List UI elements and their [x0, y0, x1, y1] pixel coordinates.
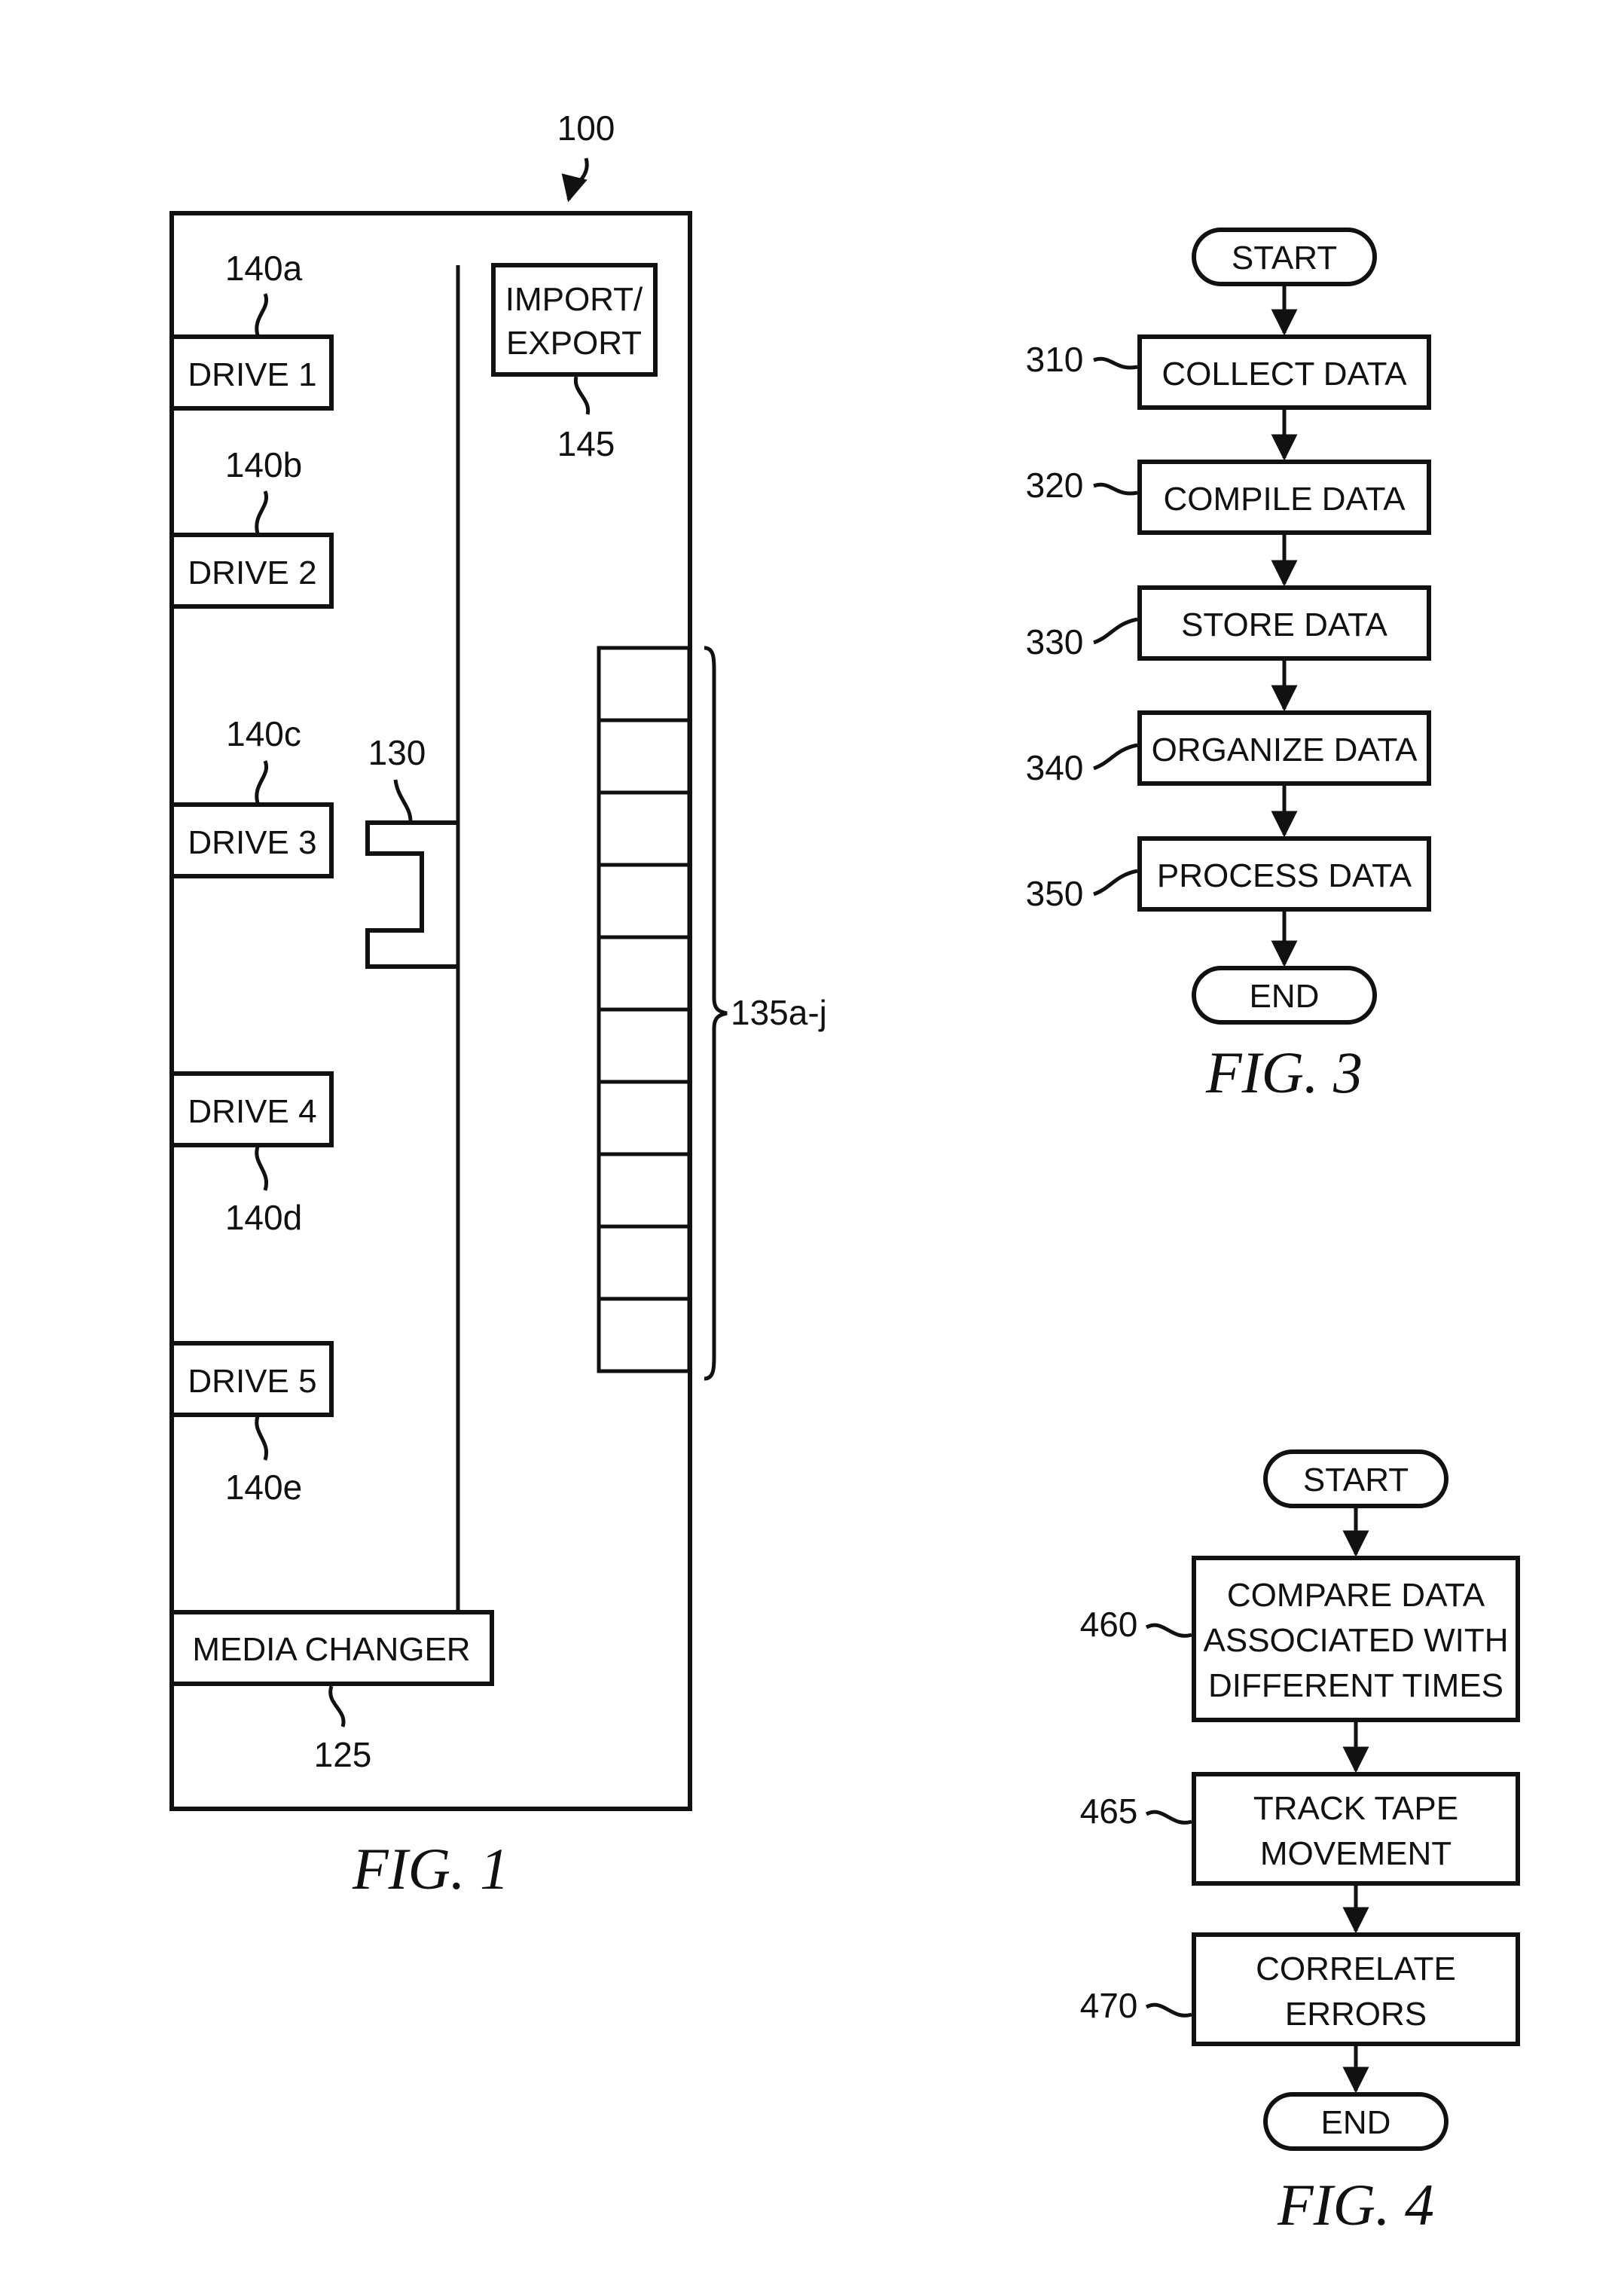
- step-label: ORGANIZE DATA: [1152, 732, 1418, 768]
- storage-slot: [599, 865, 689, 937]
- storage-slot: [599, 937, 689, 1010]
- step-ref: 340: [1026, 748, 1084, 787]
- storage-slot: [599, 1226, 689, 1299]
- leader-100: [569, 158, 587, 200]
- drive-ref: 140e: [225, 1468, 302, 1507]
- fig4-start-label: START: [1303, 1462, 1409, 1498]
- step-line: COMPARE DATA: [1227, 1577, 1485, 1614]
- fig4-caption: FIG. 4: [1277, 2172, 1434, 2238]
- fig3-end-label: END: [1250, 978, 1320, 1015]
- fig4-step-465: TRACK TAPE MOVEMENT 465: [1080, 1774, 1518, 1883]
- storage-slots: [599, 648, 689, 1371]
- drive-label: DRIVE 1: [188, 356, 316, 393]
- step-ref: 310: [1026, 340, 1084, 379]
- fig3-step-350: PROCESS DATA 350: [1026, 839, 1429, 913]
- step-line: MOVEMENT: [1260, 1835, 1452, 1872]
- import-export-line2: EXPORT: [506, 325, 642, 362]
- import-export-line1: IMPORT/: [505, 281, 643, 318]
- drive-ref: 140d: [225, 1198, 302, 1237]
- drive-label: DRIVE 2: [188, 554, 316, 591]
- slots-brace: [704, 648, 727, 1379]
- fig3-start-label: START: [1232, 240, 1337, 276]
- step-leader: [1094, 359, 1137, 368]
- storage-slot: [599, 1299, 689, 1371]
- step-line: TRACK TAPE: [1253, 1790, 1458, 1827]
- step-line: ASSOCIATED WITH: [1204, 1622, 1509, 1659]
- storage-slot: [599, 720, 689, 793]
- ref-145: 145: [557, 424, 615, 463]
- step-label: COMPILE DATA: [1163, 481, 1406, 518]
- storage-slot: [599, 1010, 689, 1082]
- fig1-diagram: 100 IMPORT/ EXPORT 145 DRIVE 1 140a DRIV…: [172, 108, 827, 1902]
- step-ref: 350: [1026, 874, 1084, 913]
- media-changer-label: MEDIA CHANGER: [192, 1631, 470, 1668]
- step-leader: [1146, 1812, 1192, 1822]
- step-leader: [1146, 2005, 1192, 2015]
- step-line: CORRELATE: [1256, 1950, 1456, 1987]
- ref-130: 130: [368, 733, 426, 772]
- step-leader: [1094, 745, 1137, 768]
- ref-100: 100: [557, 108, 615, 148]
- step-leader: [1094, 871, 1137, 894]
- step-line: DIFFERENT TIMES: [1208, 1667, 1503, 1704]
- step-ref: 460: [1080, 1605, 1138, 1644]
- fig3-step-320: COMPILE DATA 320: [1026, 462, 1429, 533]
- step-label: PROCESS DATA: [1157, 857, 1412, 894]
- fig4-step-470: CORRELATE ERRORS 470: [1080, 1935, 1518, 2044]
- step-ref: 465: [1080, 1792, 1138, 1831]
- drive-label: DRIVE 4: [188, 1093, 316, 1130]
- drive-ref: 140a: [225, 249, 303, 288]
- fig3-flowchart: START COLLECT DATA 310 COMPILE DATA 320 …: [1026, 230, 1429, 1105]
- step-leader: [1146, 1625, 1192, 1636]
- drive-label: DRIVE 3: [188, 824, 316, 861]
- fig4-step-460: COMPARE DATA ASSOCIATED WITH DIFFERENT T…: [1080, 1558, 1518, 1720]
- drive-label: DRIVE 5: [188, 1363, 316, 1400]
- fig3-step-340: ORGANIZE DATA 340: [1026, 713, 1429, 787]
- drive-ref: 140b: [225, 445, 302, 484]
- fig4-end-label: END: [1321, 2104, 1391, 2141]
- step-leader: [1094, 484, 1137, 493]
- fig1-caption: FIG. 1: [352, 1836, 509, 1902]
- fig4-flowchart: START COMPARE DATA ASSOCIATED WITH DIFFE…: [1080, 1452, 1518, 2238]
- fig3-caption: FIG. 3: [1205, 1040, 1363, 1105]
- ref-135a-j: 135a-j: [731, 993, 827, 1032]
- fig3-step-310: COLLECT DATA 310: [1026, 337, 1429, 408]
- step-line: ERRORS: [1285, 1996, 1427, 2033]
- fig3-step-330: STORE DATA 330: [1026, 588, 1429, 661]
- step-leader: [1094, 619, 1137, 643]
- ref-125: 125: [314, 1735, 372, 1774]
- storage-slot: [599, 1154, 689, 1226]
- step-ref: 330: [1026, 622, 1084, 661]
- storage-slot: [599, 648, 689, 720]
- step-label: STORE DATA: [1181, 606, 1387, 643]
- storage-slot: [599, 1082, 689, 1154]
- drive-ref: 140c: [226, 714, 301, 753]
- storage-slot: [599, 793, 689, 865]
- step-ref: 470: [1080, 1986, 1138, 2025]
- step-ref: 320: [1026, 466, 1084, 505]
- step-label: COLLECT DATA: [1162, 356, 1407, 393]
